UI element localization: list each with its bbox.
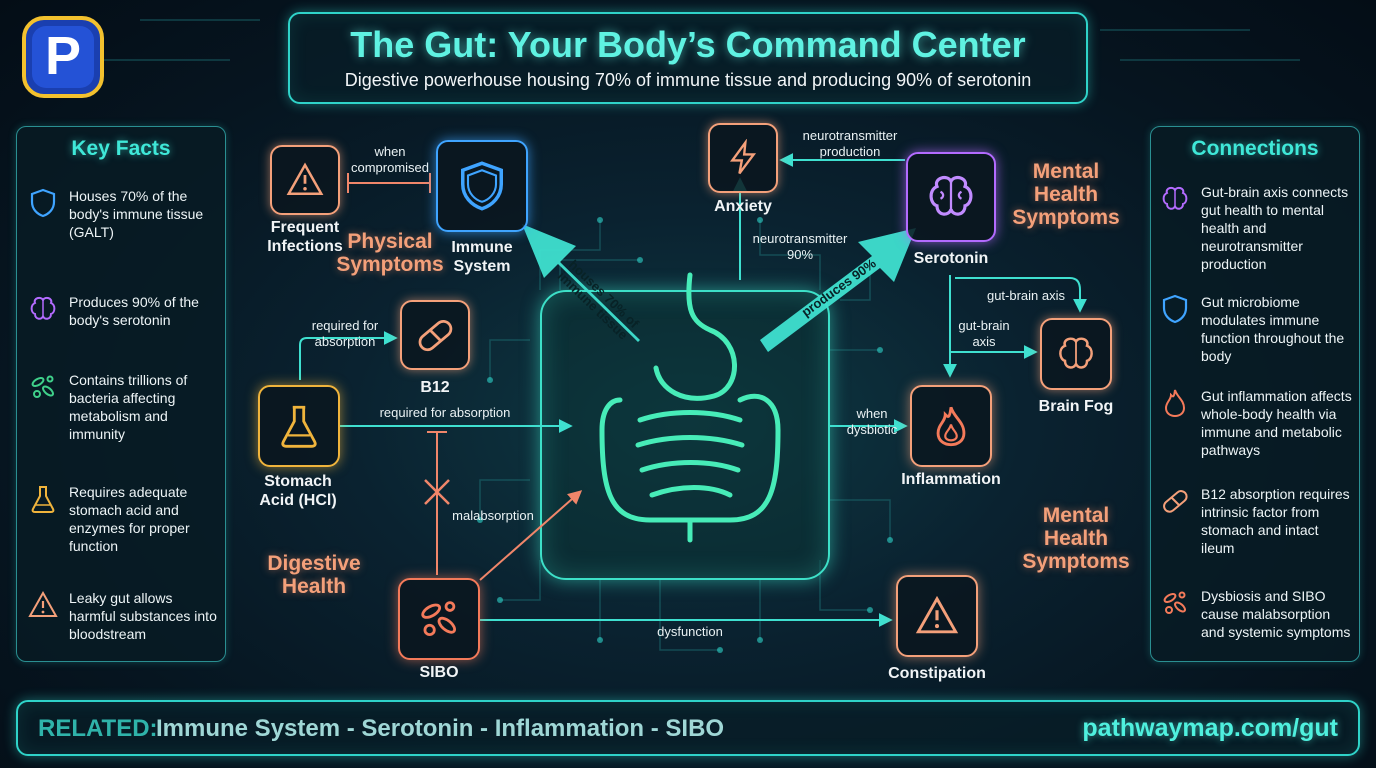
node-frequent-infections[interactable] [270, 145, 340, 215]
flame-icon [936, 406, 966, 447]
node-b12[interactable] [400, 300, 470, 370]
edge-label-neurotransmitter-90: neurotransmitter 90% [752, 231, 848, 262]
node-brain-fog[interactable] [1040, 318, 1112, 390]
node-inflammation[interactable] [910, 385, 992, 467]
brain-icon [30, 296, 56, 320]
category-mental-health-bottom: Mental Health Symptoms [1022, 504, 1130, 573]
edge-label-gut-brain-axis-2: gut-brain axis [958, 318, 1010, 349]
key-fact-text: Requires adequate stomach acid and enzym… [69, 484, 190, 554]
edge-label-neurotransmitter-production: neurotransmitter production [802, 128, 898, 159]
node-immune-system[interactable] [436, 140, 528, 232]
connection-text: Dysbiosis and SIBO cause malabsorption a… [1201, 588, 1351, 640]
connections-panel: Connections Gut-brain axis connects gut … [1150, 126, 1360, 662]
bacteria-icon [421, 601, 457, 637]
logo-letter: P [44, 26, 82, 86]
key-fact-text: Produces 90% of the body's serotonin [69, 294, 199, 328]
warning-icon [286, 162, 324, 195]
key-facts-title: Key Facts [71, 137, 171, 160]
node-label-brain-fog: Brain Fog [1038, 398, 1114, 415]
key-fact-text: Contains trillions of bacteria affecting… [69, 372, 188, 442]
node-stomach-acid[interactable] [258, 385, 340, 467]
key-fact-item: Contains trillions of bacteria affecting… [27, 371, 217, 443]
edge-label-dysfunction: dysfunction [657, 624, 723, 639]
edge-label-gut-brain-axis-1: gut-brain axis [986, 288, 1066, 303]
node-label-serotonin: Serotonin [913, 250, 989, 267]
produces-arrow [760, 228, 916, 352]
category-physical-symptoms: Physical Symptoms [336, 230, 444, 276]
footer-url[interactable]: pathwaymap.com/gut [1082, 714, 1338, 742]
edge-label-malabsorption: malabsorption [452, 508, 534, 523]
connection-item: B12 absorption requires intrinsic factor… [1159, 485, 1355, 557]
edge-label-when-dysbiotic: when dysbiotic [846, 406, 898, 437]
key-fact-item: Leaky gut allows harmful substances into… [27, 589, 217, 643]
brain-icon [1059, 337, 1093, 369]
node-label-immune-system: Immune System [451, 239, 513, 275]
warning-icon [28, 590, 58, 617]
logo: P [20, 14, 106, 100]
key-fact-item: Requires adequate stomach acid and enzym… [27, 483, 217, 555]
pill-icon [1163, 490, 1188, 513]
bacteria-icon [31, 375, 54, 398]
connection-item: Gut microbiome modulates immune function… [1159, 293, 1355, 365]
node-label-stomach-acid: Stomach Acid (HCl) [259, 473, 337, 509]
lightning-icon [729, 139, 757, 175]
page-subtitle: Digestive powerhouse housing 70% of immu… [344, 70, 1032, 90]
node-label-frequent-infections: Frequent Infections [267, 219, 343, 255]
node-sibo[interactable] [398, 578, 480, 660]
flask-icon [281, 405, 317, 448]
shield-icon [30, 188, 56, 218]
node-label-b12: B12 [420, 379, 450, 396]
connection-text: Gut inflammation affects whole-body heal… [1201, 388, 1352, 458]
key-fact-text: Houses 70% of the body's immune tissue (… [69, 188, 204, 240]
edge-label-required-for-absorption: required for absorption [379, 405, 511, 420]
flask-icon [31, 486, 55, 513]
gut-illustration-icon [599, 272, 781, 543]
brain-icon [1162, 186, 1188, 210]
node-constipation[interactable] [896, 575, 978, 657]
connection-text: Gut-brain axis connects gut health to me… [1201, 184, 1349, 272]
edge-label-required-for-absorption-b12: required for absorption [311, 318, 379, 349]
header-panel: The Gut: Your Body’s Command Center Dige… [288, 12, 1088, 104]
node-label-constipation: Constipation [888, 665, 986, 682]
logo-badge-icon [22, 16, 104, 98]
connection-item: Dysbiosis and SIBO cause malabsorption a… [1159, 587, 1355, 641]
connection-text: Gut microbiome modulates immune function… [1201, 294, 1345, 364]
flame-icon [1164, 389, 1186, 418]
category-mental-health-top: Mental Health Symptoms [1012, 160, 1120, 229]
shield-icon [1162, 294, 1188, 324]
node-label-anxiety: Anxiety [714, 198, 772, 215]
category-digestive-health: Digestive Health [267, 552, 361, 598]
key-fact-item: Produces 90% of the body's serotonin [27, 293, 217, 329]
footer-panel: RELATED: Immune System - Serotonin - Inf… [16, 700, 1360, 756]
page-title: The Gut: Your Body’s Command Center [350, 24, 1026, 65]
bacteria-icon [1163, 591, 1186, 614]
node-serotonin[interactable] [906, 152, 996, 242]
key-facts-panel: Key Facts Houses 70% of the body's immun… [16, 126, 226, 662]
connection-item: Gut inflammation affects whole-body heal… [1159, 387, 1355, 459]
related-items[interactable]: Immune System - Serotonin - Inflammation… [156, 715, 725, 742]
node-label-inflammation: Inflammation [901, 471, 1001, 488]
brain-icon [929, 175, 973, 216]
shield-icon [461, 161, 503, 211]
node-label-sibo: SIBO [419, 664, 459, 681]
node-anxiety[interactable] [708, 123, 778, 193]
pill-icon [418, 319, 453, 352]
connections-title: Connections [1191, 137, 1319, 160]
related-label: RELATED: [38, 715, 158, 742]
connection-item: Gut-brain axis connects gut health to me… [1159, 183, 1355, 273]
houses-arrow [522, 224, 640, 342]
key-fact-item: Houses 70% of the body's immune tissue (… [27, 187, 217, 241]
connection-text: B12 absorption requires intrinsic factor… [1201, 486, 1350, 556]
key-fact-text: Leaky gut allows harmful substances into… [69, 590, 217, 642]
warning-icon [915, 595, 959, 634]
edge-label-when-compromised: when compromised [350, 144, 430, 175]
